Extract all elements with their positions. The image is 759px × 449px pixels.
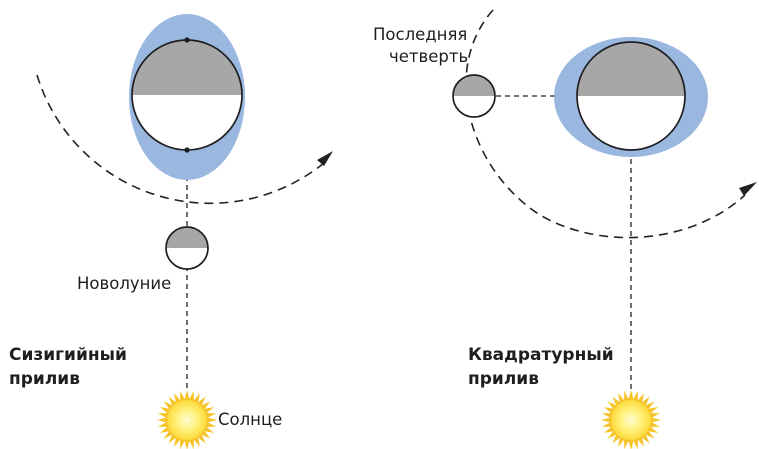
new-moon-label: Новолуние <box>77 274 171 293</box>
neap-tide-title-line1: Квадратурный <box>468 345 614 365</box>
last-quarter-label-line1: Последняя <box>373 25 467 44</box>
neap-tide-title-line2: прилив <box>468 369 539 389</box>
new-moon <box>165 226 209 270</box>
neap-orbit-arrow <box>739 182 757 196</box>
spring-earth <box>131 37 243 153</box>
spring-moon-orbit <box>36 74 325 205</box>
spring-tide-title-line2: прилив <box>9 369 80 389</box>
spring-tide-title-line1: Сизигийный <box>9 345 127 365</box>
spring-sun <box>157 390 217 449</box>
spring-orbit-arrow <box>317 151 333 166</box>
neap-sun <box>601 390 661 449</box>
neap-earth <box>576 41 686 151</box>
sun-label: Солнце <box>218 410 282 429</box>
last-quarter-moon <box>452 74 496 118</box>
spring-tide-panel: Новолуние Сизигийный прилив Солнце <box>9 14 333 449</box>
neap-tide-panel: Последняя четверть Квадратурный прилив <box>373 9 757 449</box>
last-quarter-label-line2: четверть <box>389 47 468 66</box>
